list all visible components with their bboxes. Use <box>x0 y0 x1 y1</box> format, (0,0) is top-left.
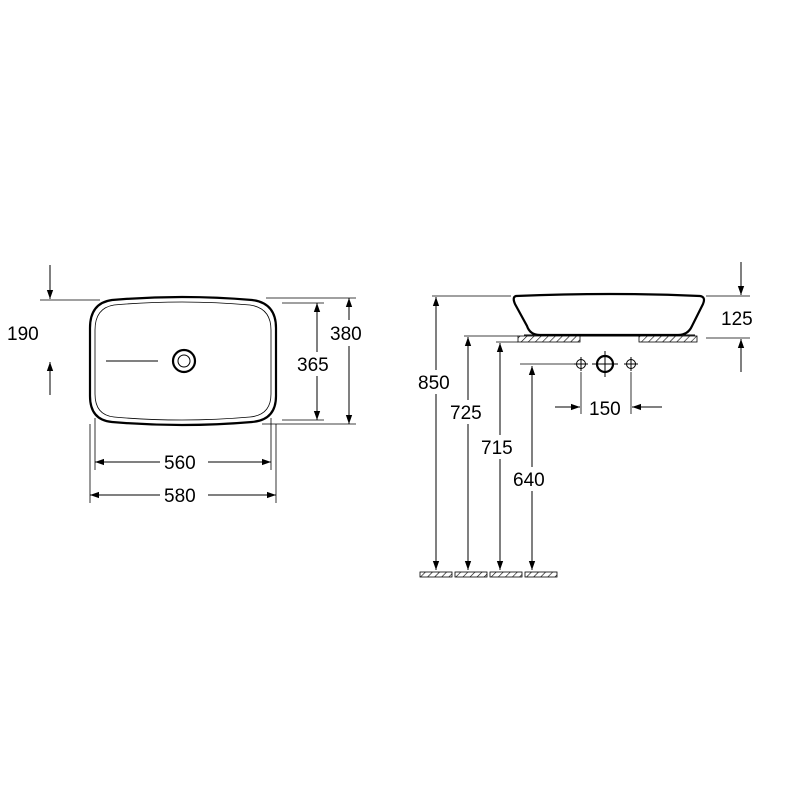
dim-380-label: 380 <box>330 324 362 345</box>
side-view: 150 125 850 725 715 640 <box>417 262 753 578</box>
tap-connection-icon <box>574 351 638 377</box>
dim-190-label: 190 <box>7 324 39 345</box>
countertop <box>517 335 698 343</box>
dim-150-label: 150 <box>589 399 621 420</box>
dim-365-label: 365 <box>297 355 329 376</box>
basin-outline <box>88 295 278 427</box>
dim-640-label: 640 <box>513 470 545 491</box>
dim-850-label: 850 <box>418 373 450 394</box>
basin-inner-rim <box>94 301 272 421</box>
dim-560-label: 560 <box>164 453 196 474</box>
drain-icon <box>171 348 197 374</box>
floor <box>419 571 558 578</box>
dim-125-label: 125 <box>721 309 753 330</box>
top-view: 190 380 365 560 580 <box>7 265 370 507</box>
dim-715-label: 715 <box>481 438 513 459</box>
dim-580-label: 580 <box>164 486 196 507</box>
dim-725-label: 725 <box>450 403 482 424</box>
bowl-profile <box>512 292 706 337</box>
